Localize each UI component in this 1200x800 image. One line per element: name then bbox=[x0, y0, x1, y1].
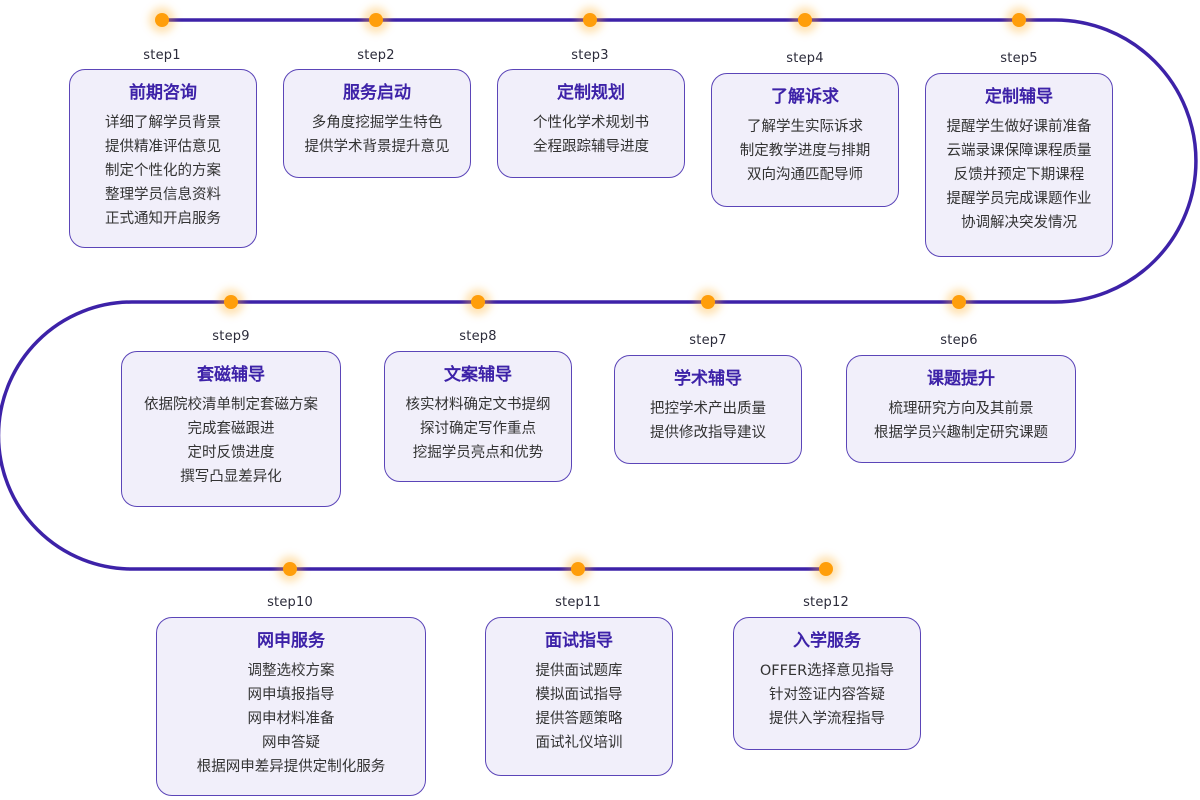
step-card-item: 调整选校方案 bbox=[247, 663, 335, 679]
step-card-item: 网申材料准备 bbox=[247, 711, 335, 727]
step-card-item: 制定个性化的方案 bbox=[105, 163, 221, 179]
step-card: 定制辅导提醒学生做好课前准备云端录课保障课程质量反馈并预定下期课程提醒学员完成课… bbox=[925, 73, 1113, 257]
step-label: step11 bbox=[555, 595, 601, 610]
step-card-item: 制定教学进度与排期 bbox=[739, 143, 871, 159]
step-label: step2 bbox=[357, 48, 395, 63]
step-card: 学术辅导把控学术产出质量提供修改指导建议 bbox=[614, 355, 802, 464]
step-label: step6 bbox=[940, 333, 978, 348]
step-card-title: 文案辅导 bbox=[444, 365, 512, 385]
step-card-item: 整理学员信息资料 bbox=[105, 187, 221, 203]
step-marker-dot bbox=[283, 562, 297, 576]
step-card-title: 定制规划 bbox=[557, 83, 625, 103]
step-card-item: 多角度挖掘学生特色 bbox=[311, 115, 443, 131]
step-label: step4 bbox=[786, 51, 824, 66]
step-card: 网申服务调整选校方案网申填报指导网申材料准备网申答疑根据网申差异提供定制化服务 bbox=[156, 617, 426, 796]
step-card: 服务启动多角度挖掘学生特色提供学术背景提升意见 bbox=[283, 69, 471, 178]
step-card-item: OFFER选择意见指导 bbox=[759, 663, 895, 679]
step-card-item: 面试礼仪培训 bbox=[535, 735, 623, 751]
step-card-item: 针对签证内容答疑 bbox=[769, 687, 885, 703]
step-card: 入学服务 OFFER选择意见指导针对签证内容答疑提供入学流程指导 bbox=[733, 617, 921, 750]
step-card: 面试指导提供面试题库模拟面试指导提供答题策略面试礼仪培训 bbox=[485, 617, 673, 776]
step-card-item: 提供学术背景提升意见 bbox=[304, 139, 450, 155]
step-card-item: 把控学术产出质量 bbox=[650, 401, 766, 417]
step-card-item: 模拟面试指导 bbox=[535, 687, 623, 703]
step-card-title: 面试指导 bbox=[545, 631, 613, 651]
step-marker-dot bbox=[819, 562, 833, 576]
step-card-title: 了解诉求 bbox=[771, 87, 839, 107]
step-card-item: 云端录课保障课程质量 bbox=[946, 143, 1092, 159]
step-card-title: 课题提升 bbox=[927, 369, 995, 389]
step-label: step9 bbox=[212, 329, 250, 344]
step-card-item: 核实材料确定文书提纲 bbox=[405, 397, 551, 413]
step-card-item: 全程跟踪辅导进度 bbox=[533, 139, 649, 155]
step-card-title: 前期咨询 bbox=[129, 83, 197, 103]
step-card: 定制规划个性化学术规划书全程跟踪辅导进度 bbox=[497, 69, 685, 178]
step-card-item: 定时反馈进度 bbox=[187, 445, 275, 461]
step-label: step8 bbox=[459, 329, 497, 344]
step-label: step3 bbox=[571, 48, 609, 63]
step-card: 了解诉求了解学生实际诉求制定教学进度与排期双向沟通匹配导师 bbox=[711, 73, 899, 207]
step-card-title: 入学服务 bbox=[793, 631, 861, 651]
step-card-item: 网申答疑 bbox=[262, 735, 320, 751]
step-marker-dot bbox=[701, 295, 715, 309]
step-marker-dot bbox=[369, 13, 383, 27]
step-marker-dot bbox=[155, 13, 169, 27]
step-label: step12 bbox=[803, 595, 849, 610]
step-card-item: 探讨确定写作重点 bbox=[420, 421, 536, 437]
step-card-item: 网申填报指导 bbox=[247, 687, 335, 703]
step-card-item: 提醒学员完成课题作业 bbox=[946, 191, 1092, 207]
step-card-title: 网申服务 bbox=[257, 631, 325, 651]
step-card: 套磁辅导依据院校清单制定套磁方案完成套磁跟进定时反馈进度撰写凸显差异化 bbox=[121, 351, 341, 507]
step-card-title: 定制辅导 bbox=[985, 87, 1053, 107]
step-card-item: 了解学生实际诉求 bbox=[747, 119, 863, 135]
step-card-item: 依据院校清单制定套磁方案 bbox=[144, 397, 318, 413]
step-card-item: 正式通知开启服务 bbox=[105, 211, 221, 227]
step-card-item: 双向沟通匹配导师 bbox=[747, 167, 863, 183]
step-card-item: 个性化学术规划书 bbox=[533, 115, 649, 131]
step-card-item: 梳理研究方向及其前景 bbox=[888, 401, 1034, 417]
step-card-item: 根据网申差异提供定制化服务 bbox=[196, 759, 386, 775]
step-marker-dot bbox=[224, 295, 238, 309]
step-card-item: 撰写凸显差异化 bbox=[180, 469, 282, 485]
step-card-item: 挖掘学员亮点和优势 bbox=[412, 445, 544, 461]
step-card-item: 提供入学流程指导 bbox=[769, 711, 885, 727]
step-card-item: 协调解决突发情况 bbox=[961, 215, 1077, 231]
step-marker-dot bbox=[1012, 13, 1026, 27]
step-marker-dot bbox=[571, 562, 585, 576]
step-card: 课题提升梳理研究方向及其前景根据学员兴趣制定研究课题 bbox=[846, 355, 1076, 463]
step-card: 前期咨询详细了解学员背景提供精准评估意见制定个性化的方案整理学员信息资料正式通知… bbox=[69, 69, 257, 248]
step-label: step10 bbox=[267, 595, 313, 610]
step-card-item: 根据学员兴趣制定研究课题 bbox=[874, 425, 1048, 441]
track-row1-and-right-turn bbox=[0, 18, 1198, 571]
step-label: step5 bbox=[1000, 51, 1038, 66]
step-card-item: 提醒学生做好课前准备 bbox=[946, 119, 1092, 135]
step-marker-dot bbox=[952, 295, 966, 309]
step-card-item: 提供精准评估意见 bbox=[105, 139, 221, 155]
step-card-item: 完成套磁跟进 bbox=[187, 421, 275, 437]
step-card: 文案辅导核实材料确定文书提纲探讨确定写作重点挖掘学员亮点和优势 bbox=[384, 351, 572, 482]
step-label: step7 bbox=[689, 333, 727, 348]
step-card-item: 详细了解学员背景 bbox=[105, 115, 221, 131]
step-card-title: 服务启动 bbox=[343, 83, 411, 103]
step-card-item: 提供答题策略 bbox=[535, 711, 623, 727]
step-marker-dot bbox=[471, 295, 485, 309]
step-card-item: 反馈并预定下期课程 bbox=[953, 167, 1085, 183]
step-label: step1 bbox=[143, 48, 181, 63]
step-marker-dot bbox=[583, 13, 597, 27]
step-card-title: 学术辅导 bbox=[674, 369, 742, 389]
step-card-item: 提供修改指导建议 bbox=[650, 425, 766, 441]
step-card-title: 套磁辅导 bbox=[197, 365, 265, 385]
step-card-item: 提供面试题库 bbox=[535, 663, 623, 679]
step-marker-dot bbox=[798, 13, 812, 27]
